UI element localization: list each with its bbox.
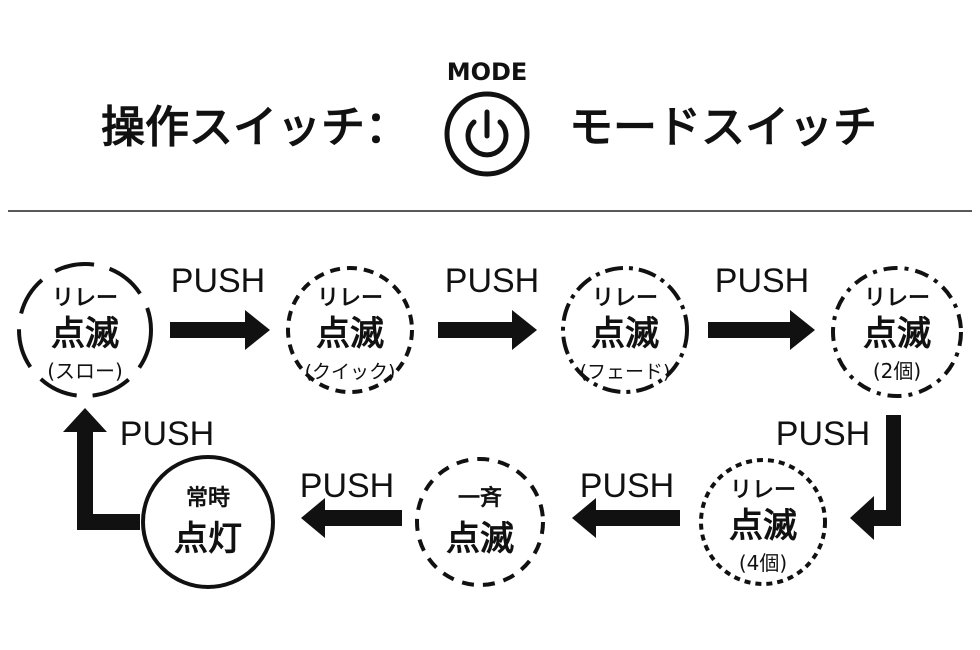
state-relay-2: リレー 点滅 (2個): [831, 266, 963, 398]
state-relay-4: リレー 点滅 (4個): [699, 458, 827, 586]
svg-text:点滅: 点滅: [316, 314, 384, 354]
arrow-right-2: [438, 310, 537, 350]
mode-label: MODE: [447, 58, 528, 86]
state-relay-fade: リレー 点滅 (フェード): [561, 266, 689, 394]
svg-text:点滅: 点滅: [863, 314, 931, 354]
svg-text:点滅: 点滅: [446, 519, 514, 559]
state-relay-slow: リレー 点滅 (スロー): [17, 262, 153, 398]
arrows: [63, 310, 901, 540]
arrow-right-3: [708, 310, 815, 350]
push-label: PUSH: [120, 415, 214, 453]
push-label: PUSH: [580, 467, 674, 505]
push-label: PUSH: [171, 262, 265, 300]
state-relay-quick: リレー 点滅 (クイック): [286, 266, 414, 394]
push-label: PUSH: [300, 467, 394, 505]
arrow-right-1: [170, 310, 270, 350]
arrow-down-left: [850, 415, 901, 540]
svg-text:(4個): (4個): [739, 551, 787, 575]
power-icon[interactable]: [444, 91, 530, 177]
svg-text:リレー: リレー: [592, 286, 658, 311]
svg-text:点滅: 点滅: [591, 314, 659, 354]
svg-text:(フェード): (フェード): [580, 361, 671, 383]
svg-text:点滅: 点滅: [51, 314, 119, 354]
svg-text:リレー: リレー: [864, 286, 930, 311]
state-all-blink: 一斉 点滅: [415, 457, 545, 587]
arrow-left-2: [301, 498, 402, 538]
arrow-left-1: [572, 498, 680, 538]
svg-text:(クイック): (クイック): [305, 361, 396, 383]
operation-switch-label: 操作スイッチ：: [101, 102, 409, 153]
svg-text:常時: 常時: [186, 485, 230, 511]
svg-text:(2個): (2個): [873, 359, 921, 383]
arrow-up-return: [63, 408, 140, 530]
mode-switch-label: モードスイッチ: [569, 102, 877, 153]
state-always-on: 常時 点灯: [141, 455, 275, 589]
svg-text:点灯: 点灯: [174, 519, 242, 559]
svg-text:リレー: リレー: [52, 286, 118, 311]
push-label: PUSH: [715, 262, 809, 300]
svg-text:点滅: 点滅: [729, 506, 797, 546]
svg-text:リレー: リレー: [730, 478, 796, 503]
svg-text:一斉: 一斉: [458, 485, 502, 511]
push-label: PUSH: [776, 415, 870, 453]
push-label: PUSH: [445, 262, 539, 300]
svg-text:リレー: リレー: [317, 286, 383, 311]
svg-text:(スロー): (スロー): [47, 359, 123, 383]
